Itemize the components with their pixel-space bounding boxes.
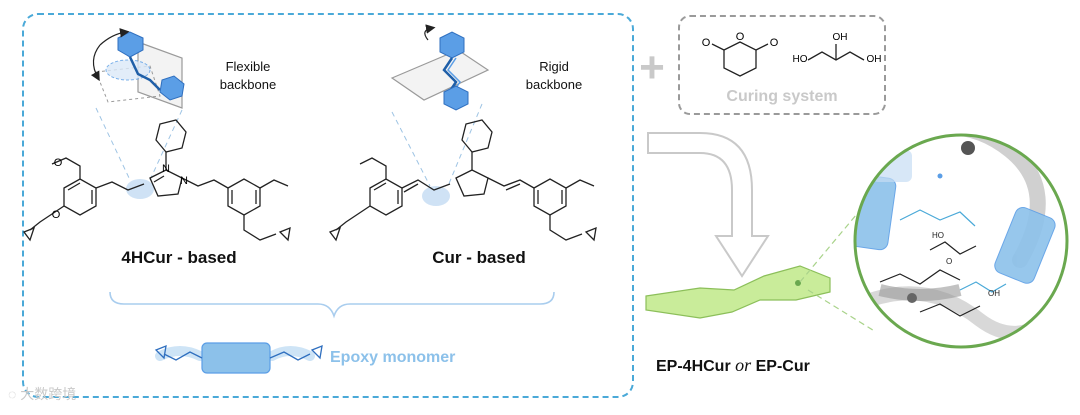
flexible-backbone-label: Flexible backbone: [219, 59, 277, 92]
glycerol-oh-left: HO: [793, 54, 808, 65]
glycerol-oh-right: OH: [867, 54, 882, 65]
zoom-guide-lines: [95, 103, 483, 187]
ether-o-label: O: [52, 209, 61, 221]
watermark: ◌ 大数跨境: [8, 384, 76, 404]
curing-system-caption: Curing system: [726, 88, 838, 105]
watermark-text: 大数跨境: [20, 386, 77, 402]
caption-cur-based: Cur - based: [432, 248, 526, 267]
dogbone-specimen: [645, 265, 831, 319]
epoxy-monomer-caption: Epoxy monomer: [330, 349, 456, 366]
glycerol-oh-center: OH: [833, 32, 848, 43]
epoxy-monomer-icon: [154, 342, 323, 374]
pyrazole-n-label-1: N: [162, 163, 170, 175]
methoxy-o-label: O: [54, 157, 63, 169]
monomer-bracket: [109, 291, 555, 319]
anhydride-o-right: O: [770, 37, 779, 49]
rigid-backbone-schematic: [390, 24, 490, 111]
anhydride-structure: [711, 41, 769, 77]
product-ep-4hcur: EP-4HCur: [656, 358, 731, 375]
anhydride-o-left: O: [702, 37, 711, 49]
network-oh-label: OH: [988, 289, 1000, 298]
flexible-backbone-schematic: [90, 28, 185, 109]
product-ep-cur: EP-Cur: [755, 358, 810, 375]
rigid-backbone-label: Rigid backbone: [525, 59, 583, 92]
epoxy-monomer-panel: [22, 13, 634, 398]
network-ho-label: HO: [932, 231, 944, 240]
process-arrow: [647, 132, 770, 278]
molecule-4hcur: [22, 119, 291, 242]
plus-sign: +: [639, 43, 665, 92]
pyrazole-n-label-2: N: [180, 175, 188, 187]
network-o-label: O: [946, 257, 952, 266]
network-zoom-circle: HO OH O: [853, 133, 1069, 349]
molecule-cur: [328, 119, 597, 242]
product-or-connector: or: [735, 355, 752, 375]
watermark-logo-icon: ◌: [8, 386, 21, 402]
anhydride-o-ring: O: [736, 31, 745, 43]
curing-system-panel: [678, 15, 886, 115]
product-caption: EP-4HCur or EP-Cur: [656, 355, 866, 376]
caption-4hcur-based: 4HCur - based: [121, 248, 237, 267]
